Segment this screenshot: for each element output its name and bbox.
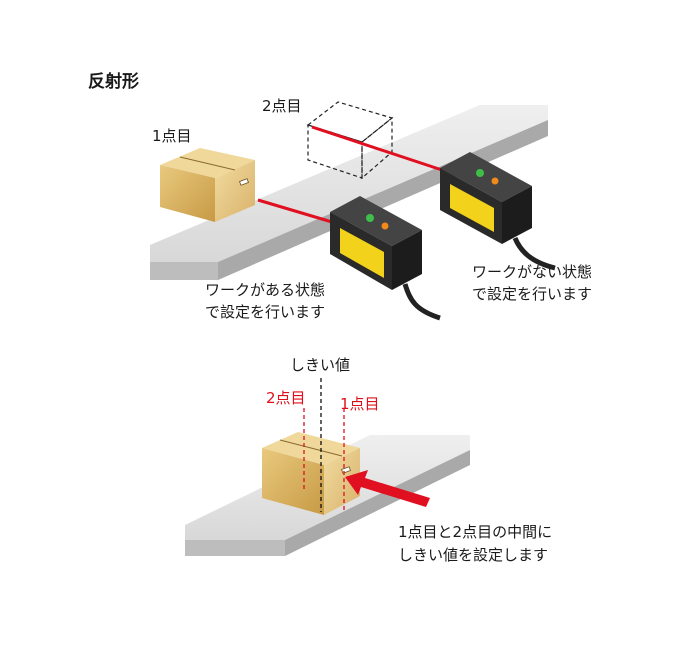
caption-with-work-line2: で設定を行います [205,303,326,321]
laser-beam-point1 [257,198,333,224]
cardboard-box [160,148,255,222]
caption-without-work-line1: ワークがない状態 [472,263,593,281]
label-threshold: しきい値 [290,356,351,374]
bottom-label-point1: 1点目 [340,395,380,413]
bottom-label-point2: 2点目 [266,389,306,407]
top-label-point2: 2点目 [262,97,302,115]
bottom-caption-line1: 1点目と2点目の中間に [398,523,553,541]
incoming-arrow [345,470,430,507]
sensor-with-work [330,196,441,321]
caption-without-work-line2: で設定を行います [472,285,593,303]
sensor-without-work [440,152,556,271]
caption-with-work-line1: ワークがある状態 [205,281,326,299]
bottom-cardboard-box [262,432,360,515]
diagram-title: 反射形 [88,72,139,92]
top-label-point1: 1点目 [152,127,192,145]
bottom-caption-line2: しきい値を設定します [398,546,549,564]
laser-beam-point2 [311,125,443,172]
